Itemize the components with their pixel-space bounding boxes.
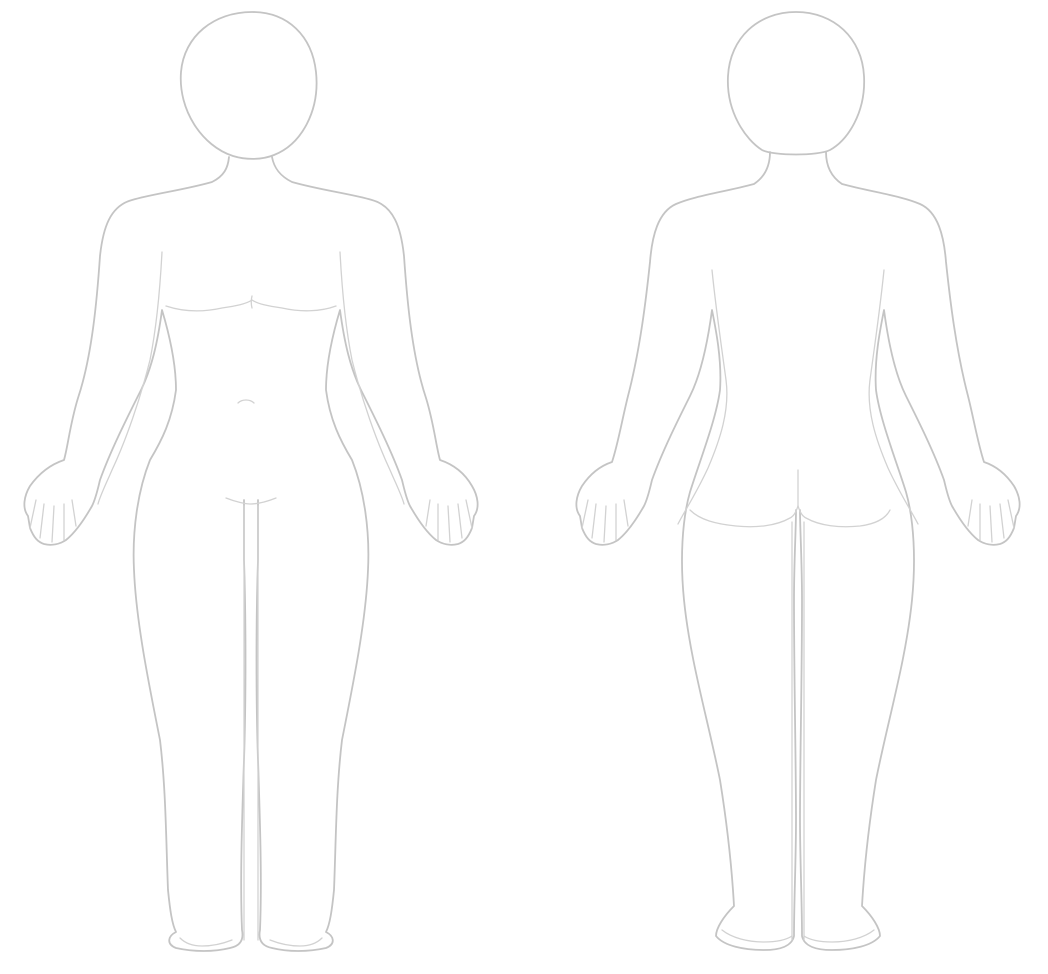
back-left-heel: [722, 930, 792, 942]
front-left-fingers: [30, 500, 76, 542]
front-body-silhouette-right: [257, 157, 478, 951]
front-right-fingers: [426, 500, 472, 542]
front-right-inner-arm: [340, 252, 404, 504]
front-right-toes: [270, 938, 322, 946]
front-crotch: [226, 498, 276, 504]
back-body-silhouette: [576, 152, 796, 950]
back-head: [728, 12, 864, 155]
back-left-buttock: [690, 506, 798, 527]
back-left-fingers: [582, 500, 628, 542]
front-body-silhouette: [24, 157, 245, 951]
back-view-figure: [576, 12, 1019, 950]
front-view-figure: [24, 12, 477, 951]
front-left-toes: [180, 938, 232, 946]
back-right-fingers: [968, 500, 1014, 542]
back-right-buttock: [798, 506, 890, 527]
front-leg-gap: [244, 506, 258, 940]
back-right-heel: [804, 930, 874, 942]
front-left-inner-arm: [98, 252, 162, 504]
front-head: [181, 12, 317, 159]
front-chest-mid: [251, 296, 252, 308]
back-body-silhouette-right: [800, 152, 1020, 950]
front-navel: [238, 400, 254, 403]
